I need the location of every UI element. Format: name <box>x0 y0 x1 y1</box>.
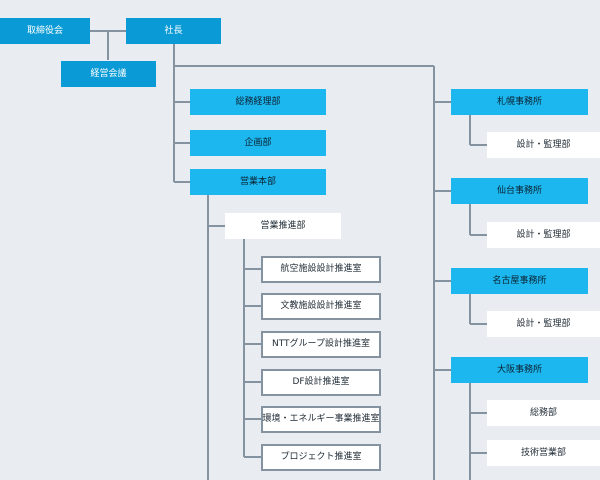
df-office-box: DF設計推進室 <box>261 369 381 396</box>
sendai-unit-box: 設計・監理部 <box>487 222 600 248</box>
sapporo-unit-box: 設計・監理部 <box>487 132 600 158</box>
project-office-box: プロジェクト推進室 <box>261 444 381 471</box>
planning-box: 企画部 <box>190 130 326 156</box>
sales-promotion-box: 営業推進部 <box>225 213 341 239</box>
sapporo-office-box: 札幌事務所 <box>451 89 588 115</box>
management-meeting-box: 経営会議 <box>61 61 156 87</box>
osaka-tech-sales-box: 技術営業部 <box>487 440 600 466</box>
general-affairs-box: 総務経理部 <box>190 89 326 115</box>
nagoya-office-box: 名古屋事務所 <box>451 268 588 294</box>
nagoya-unit-box: 設計・監理部 <box>487 311 600 337</box>
osaka-general-affairs-box: 総務部 <box>487 400 600 426</box>
president-box: 社長 <box>126 18 221 44</box>
osaka-office-box: 大阪事務所 <box>451 357 588 383</box>
ntt-office-box: NTTグループ設計推進室 <box>261 331 381 358</box>
aviation-office-box: 航空施設設計推進室 <box>261 256 381 283</box>
sales-hq-box: 営業本部 <box>190 169 326 195</box>
sendai-office-box: 仙台事務所 <box>451 178 588 204</box>
board-box: 取締役会 <box>0 18 90 44</box>
education-office-box: 文教施設設計推進室 <box>261 293 381 320</box>
environment-office-box: 環境・エネルギー事業推進室 <box>261 406 381 433</box>
